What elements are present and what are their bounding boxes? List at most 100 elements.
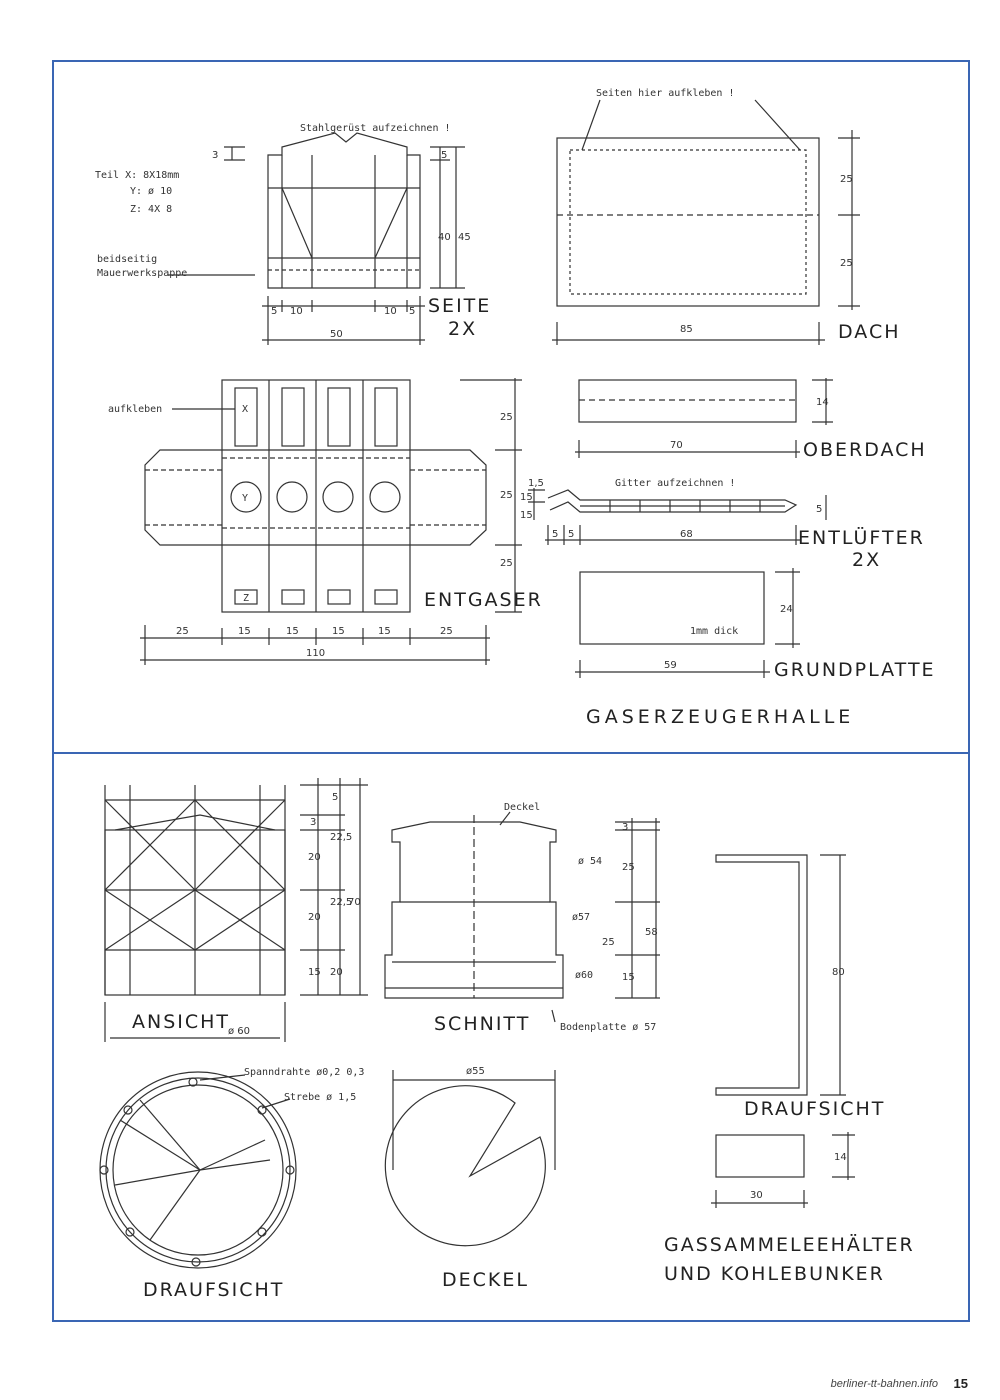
- schnitt-title: SCHNITT: [434, 1013, 530, 1035]
- entluefter-count: 2X: [852, 549, 881, 571]
- ansicht-drawing: [104, 778, 368, 1042]
- entgaser-dim: 110: [306, 648, 325, 659]
- seite-dim: 10: [384, 306, 397, 317]
- ansicht-dim: 15: [308, 967, 321, 978]
- entgaser-dim: 25: [500, 558, 513, 569]
- oberdach-title: OBERDACH: [803, 439, 927, 461]
- ansicht-dim: 3: [310, 817, 316, 828]
- entgaser-dim: 15: [332, 626, 345, 637]
- dach-drawing: [552, 99, 860, 345]
- dach-dim: 85: [680, 324, 693, 335]
- schnitt-drawing: [384, 811, 660, 1023]
- ansicht-dim: 20: [308, 912, 321, 923]
- seite-legend-x: Teil X: 8X18mm: [95, 170, 179, 181]
- seite-count: 2X: [448, 318, 477, 340]
- draufsicht-bunker-title: DRAUFSICHT: [744, 1098, 885, 1120]
- seite-title: SEITE: [428, 295, 491, 317]
- seite-dim: 10: [290, 306, 303, 317]
- ansicht-dim: 20: [330, 967, 343, 978]
- entgaser-dim: 25: [440, 626, 453, 637]
- grundplatte-dim: 24: [780, 604, 793, 615]
- page-frame: [52, 60, 970, 1322]
- section-title-bottom-2: UND KOHLEBUNKER: [664, 1263, 885, 1285]
- schnitt-dim: 3: [622, 822, 628, 833]
- seite-dim: 45: [458, 232, 471, 243]
- seite-drawing: [168, 132, 465, 345]
- seite-note: Stahlgerüst aufzeichnen !: [300, 123, 451, 134]
- entgaser-dim: 25: [500, 412, 513, 423]
- dach-title: DACH: [838, 321, 901, 343]
- schnitt-dim: 25: [622, 862, 635, 873]
- entgaser-dim: 25: [500, 490, 513, 501]
- seite-dim: 5: [271, 306, 277, 317]
- entgaser-dim: 25: [176, 626, 189, 637]
- entgaser-dim: 15: [238, 626, 251, 637]
- draufsicht-note2: Strebe ø 1,5: [284, 1092, 356, 1103]
- entluefter-dim: 68: [680, 529, 693, 540]
- entgaser-x: X: [242, 404, 248, 415]
- schnitt-dim: 25: [602, 937, 615, 948]
- section-title-bottom-1: GASSAMMELEEHÄLTER: [664, 1233, 915, 1256]
- grundplatte-dim: 59: [664, 660, 677, 671]
- entluefter-dim: 5: [552, 529, 558, 540]
- schnitt-dim: 58: [645, 927, 658, 938]
- ansicht-dim: 22,5: [330, 897, 352, 908]
- deckel-dim: ø55: [466, 1066, 485, 1077]
- draufsicht-round-drawing: [99, 1071, 297, 1269]
- oberdach-dim: 14: [816, 397, 829, 408]
- dach-note: Seiten hier aufkleben !: [596, 88, 734, 99]
- entgaser-dim: 15: [520, 510, 533, 521]
- seite-note-side-2: Mauerwerkspappe: [97, 268, 187, 279]
- seite-note-side-1: beidseitig: [97, 254, 157, 265]
- draufsicht-round-title: DRAUFSICHT: [143, 1279, 284, 1301]
- schnitt-boden: Bodenplatte ø 57: [560, 1022, 656, 1033]
- seite-dim: 50: [330, 329, 343, 340]
- bunker-plate-dim: 14: [834, 1152, 847, 1163]
- entgaser-drawing: [140, 378, 522, 665]
- section-divider: [52, 752, 970, 754]
- grundplatte-drawing: [575, 568, 800, 678]
- page-number: 15: [953, 1376, 968, 1391]
- entluefter-dim: 5: [816, 504, 822, 515]
- entluefter-note: Gitter aufzeichnen !: [615, 478, 735, 489]
- entluefter-title: ENTLÜFTER: [798, 526, 925, 549]
- entluefter-dim: 5: [568, 529, 574, 540]
- ansicht-dim: ø 60: [228, 1026, 250, 1037]
- schnitt-deckel: Deckel: [504, 802, 540, 813]
- seite-dim: 3: [212, 150, 218, 161]
- seite-dim: 5: [409, 306, 415, 317]
- grundplatte-title: GRUNDPLATTE: [774, 659, 936, 681]
- draufsicht-bunker-drawing: [711, 854, 855, 1208]
- schnitt-d60: ø60: [575, 970, 593, 981]
- entgaser-note: aufkleben: [108, 404, 162, 415]
- deckel-drawing: [384, 1070, 556, 1247]
- draufsicht-note1: Spanndrahte ø0,2 0,3: [244, 1067, 364, 1078]
- footer-site: berliner-tt-bahnen.info: [830, 1378, 938, 1390]
- bunker-dim: 80: [832, 967, 845, 978]
- grundplatte-note: 1mm dick: [690, 626, 738, 637]
- ansicht-title: ANSICHT: [132, 1011, 230, 1033]
- oberdach-dim: 70: [670, 440, 683, 451]
- ansicht-dim: 20: [308, 852, 321, 863]
- seite-legend-y: Y: ø 10: [130, 186, 172, 197]
- dach-dim: 25: [840, 258, 853, 269]
- ansicht-dim: 5: [332, 792, 338, 803]
- entgaser-title: ENTGASER: [424, 589, 543, 611]
- entgaser-dim: 15: [378, 626, 391, 637]
- entgaser-y: Y: [242, 493, 248, 504]
- schnitt-d57: ø57: [572, 912, 590, 923]
- entgaser-dim: 15: [520, 492, 533, 503]
- entgaser-dim: 15: [286, 626, 299, 637]
- seite-dim: 5: [441, 150, 447, 161]
- seite-dim: 40: [438, 232, 451, 243]
- seite-legend-z: Z: 4X 8: [130, 204, 172, 215]
- deckel-title: DECKEL: [442, 1269, 529, 1291]
- dach-dim: 25: [840, 174, 853, 185]
- bunker-plate-dim: 30: [750, 1190, 763, 1201]
- schnitt-dim: 15: [622, 972, 635, 983]
- oberdach-drawing: [575, 378, 833, 458]
- ansicht-dim: 22,5: [330, 832, 352, 843]
- entluefter-drawing: [528, 488, 827, 545]
- ansicht-dim: 70: [348, 897, 361, 908]
